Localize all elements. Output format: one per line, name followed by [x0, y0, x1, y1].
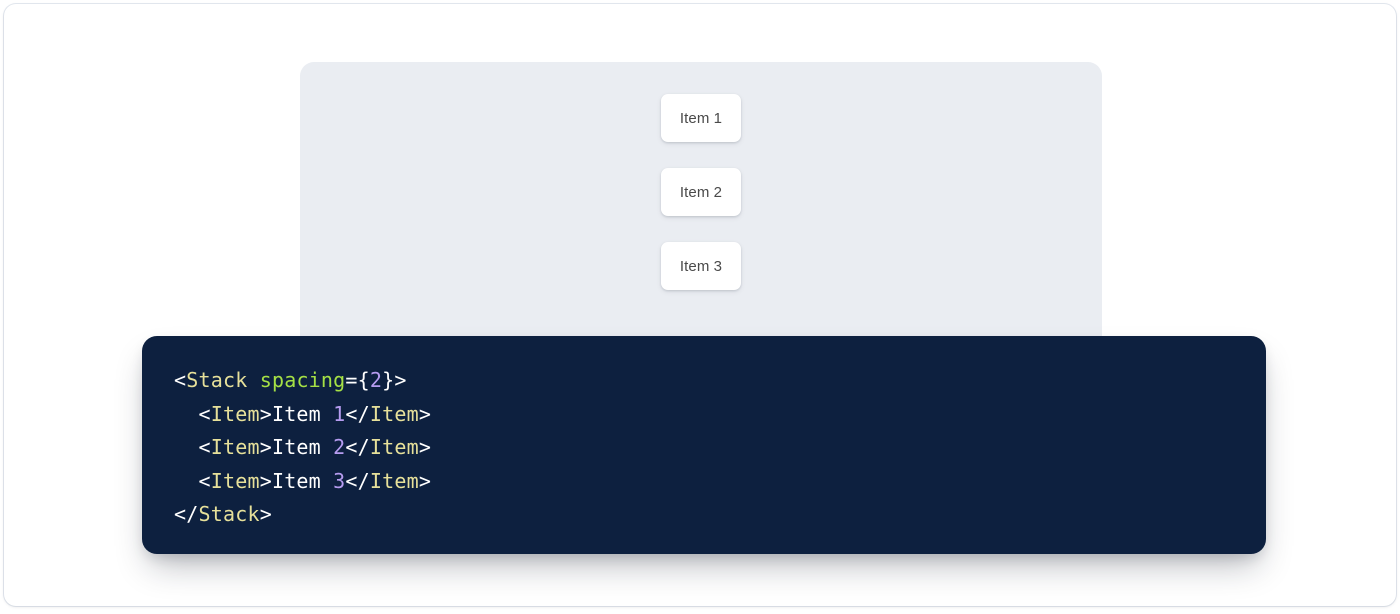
code-token-num: 1: [333, 401, 346, 426]
code-token-punct: </: [345, 468, 370, 493]
code-line: <Item>Item 2</Item>: [174, 435, 431, 459]
code-token-tag: Item: [369, 468, 419, 493]
code-token-punct: </: [345, 435, 370, 459]
code-token-punct: <: [198, 468, 211, 493]
code-line: <Item>Item 3</Item>: [174, 469, 431, 493]
code-token-punct: =: [345, 368, 358, 392]
stack-item-card[interactable]: Item 1: [661, 94, 741, 142]
code-token-punct: </: [174, 502, 199, 526]
code-line: <Item>Item 1</Item>: [174, 402, 431, 426]
code-token-tag: Item: [369, 401, 419, 426]
code-token-tag: Item: [369, 435, 419, 459]
code-token-punct: >: [418, 468, 432, 493]
code-token-num: 2: [333, 435, 346, 459]
code-token-text: Item: [271, 401, 334, 426]
code-token-punct: [247, 368, 259, 392]
stack-item-card[interactable]: Item 2: [661, 168, 741, 216]
code-token-attr: spacing: [259, 368, 346, 392]
stack-component: Item 1 Item 2 Item 3: [300, 94, 1102, 290]
code-token-punct: <: [198, 401, 211, 426]
stack-item-card[interactable]: Item 3: [661, 242, 741, 290]
code-token-punct: </: [345, 401, 370, 426]
code-token-text: Item: [271, 468, 334, 493]
code-snippet-text: <Stack spacing={2}> <Item>Item 1</Item> …: [142, 336, 1266, 532]
stack-item-label: Item 2: [679, 183, 723, 201]
code-token-tag: Item: [210, 468, 260, 493]
code-token-punct: >: [259, 401, 272, 426]
code-line: <Stack spacing={2}>: [174, 368, 407, 392]
code-token-punct: >: [418, 401, 432, 426]
code-token-tag: Stack: [198, 502, 260, 526]
code-token-num: 2: [369, 368, 383, 392]
code-token-tag: Item: [210, 401, 260, 426]
code-token-tag: Item: [210, 435, 260, 459]
code-token-punct: <: [198, 435, 211, 459]
code-token-punct: >: [259, 468, 272, 493]
stack-item-label: Item 1: [679, 109, 723, 127]
code-snippet-block: <Stack spacing={2}> <Item>Item 1</Item> …: [142, 336, 1266, 554]
code-token-punct: {: [357, 368, 370, 392]
stack-item-label: Item 3: [679, 257, 723, 275]
code-token-punct: }: [382, 368, 395, 392]
code-token-punct: >: [418, 435, 432, 459]
code-token-punct: >: [394, 368, 407, 392]
code-token-punct: >: [259, 435, 272, 459]
code-line: </Stack>: [174, 502, 272, 526]
code-token-punct: <: [174, 368, 187, 392]
code-token-punct: >: [259, 502, 272, 526]
code-token-num: 3: [333, 468, 346, 493]
code-token-tag: Stack: [186, 368, 248, 392]
code-token-text: Item: [271, 435, 334, 459]
